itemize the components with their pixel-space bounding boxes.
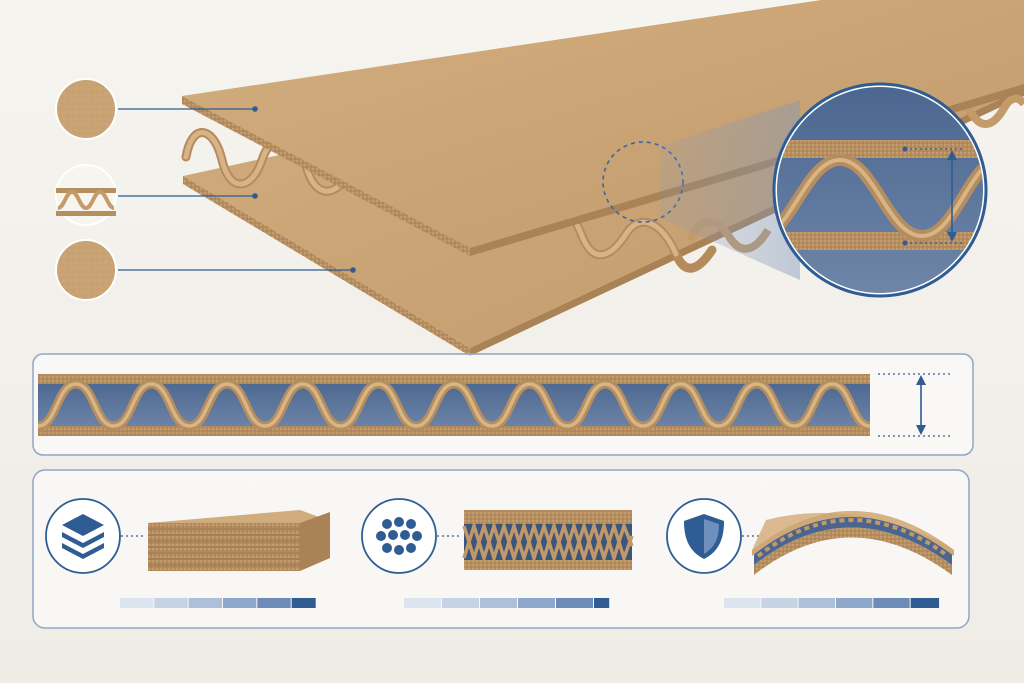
callout-bottom-liner — [55, 239, 356, 301]
stacking-rating-bar — [120, 598, 316, 608]
liner-texture-icon — [55, 78, 117, 140]
rating-segment — [556, 598, 593, 608]
cross-top-liner — [38, 374, 870, 384]
rating-segment — [724, 598, 761, 608]
rating-segment — [480, 598, 517, 608]
cross-section-panel — [32, 353, 974, 456]
rating-segment — [291, 598, 316, 608]
stacked-layers-icon — [62, 514, 104, 559]
curved-board-sample — [752, 511, 954, 575]
rating-segment — [873, 598, 910, 608]
rating-segment — [442, 598, 479, 608]
shield-icon — [684, 514, 724, 559]
rating-segment — [120, 598, 154, 608]
rating-segment — [188, 598, 222, 608]
property-protection — [666, 498, 954, 608]
zoom-cone — [660, 100, 800, 280]
liner-texture-icon — [55, 239, 117, 301]
rating-segment — [518, 598, 555, 608]
rating-segment — [798, 598, 835, 608]
rating-segment — [761, 598, 798, 608]
magnifier-thickness-arrow-icon — [947, 150, 957, 242]
cushioning-rating-bar — [404, 598, 610, 608]
double-wall-board-sample — [462, 510, 634, 570]
callout-top-liner — [55, 78, 258, 140]
protection-rating-bar — [724, 598, 940, 608]
board-thickness-arrow-icon — [878, 373, 950, 437]
rating-segment — [404, 598, 441, 608]
rating-segment — [257, 598, 291, 608]
rating-segment — [910, 598, 940, 608]
properties-panel — [32, 469, 970, 629]
cells-cluster-icon — [376, 517, 422, 555]
layer-callouts — [55, 78, 356, 301]
magnified-cross-section — [772, 82, 988, 298]
rating-segment — [223, 598, 257, 608]
rating-segment — [594, 598, 610, 608]
cross-bottom-liner — [38, 426, 870, 436]
stacked-board-sample — [148, 510, 330, 571]
property-stacking — [45, 498, 330, 608]
callout-fluting-medium — [55, 164, 258, 226]
flute-wave-icon — [56, 188, 116, 216]
rating-segment — [154, 598, 188, 608]
rating-segment — [836, 598, 873, 608]
property-cushioning — [361, 498, 634, 608]
